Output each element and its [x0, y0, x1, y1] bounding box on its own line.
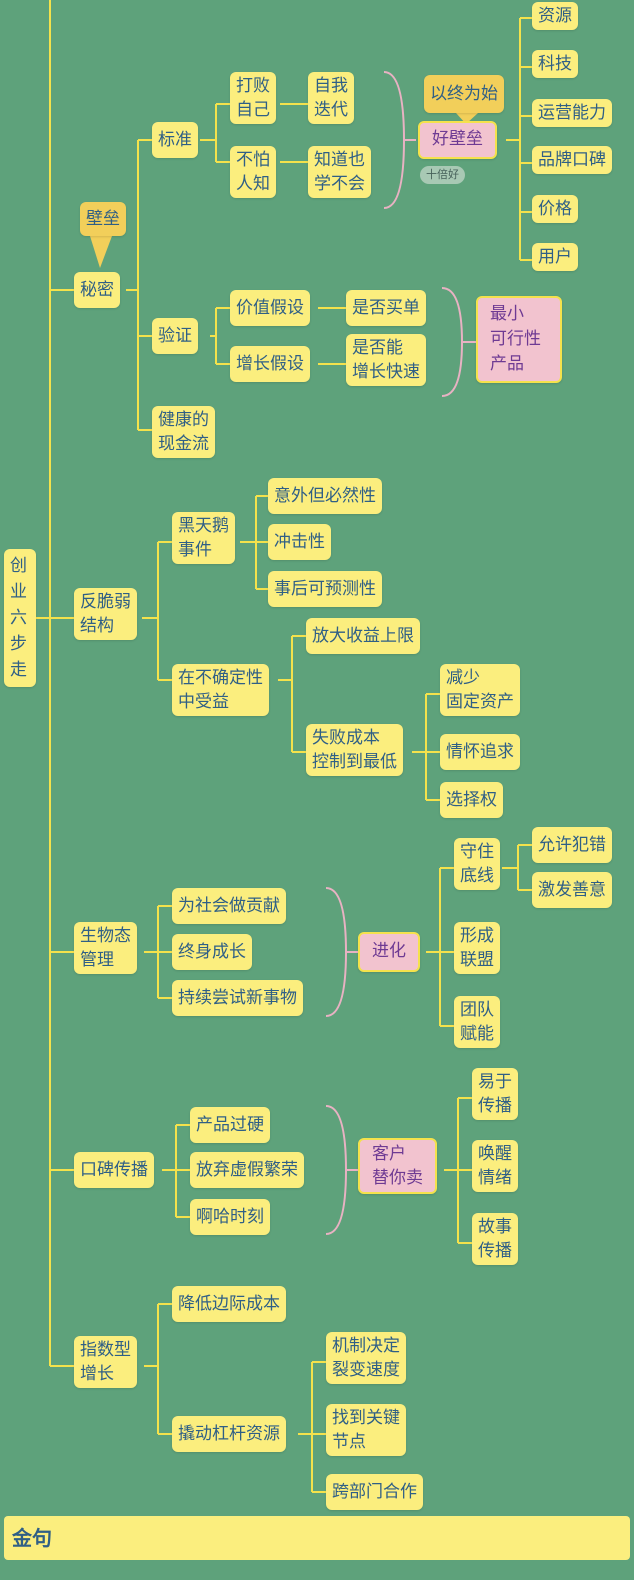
node-users[interactable]: 用户: [532, 243, 578, 271]
node-antifragile[interactable]: 反脆弱结构: [74, 588, 137, 640]
node-operations[interactable]: 运营能力: [532, 99, 612, 127]
node-not-afraid[interactable]: 不怕人知: [230, 146, 276, 198]
node-value-hypothesis[interactable]: 价值假设: [230, 290, 310, 326]
node-price[interactable]: 价格: [532, 195, 578, 223]
node-customer-sells[interactable]: 客户替你卖: [358, 1138, 437, 1194]
node-story-spread[interactable]: 故事传播: [472, 1213, 518, 1265]
node-self-iterate[interactable]: 自我迭代: [308, 72, 354, 124]
node-standard[interactable]: 标准: [152, 122, 198, 158]
node-brand[interactable]: 品牌口碑: [532, 146, 612, 174]
node-grow-fast[interactable]: 是否能增长快速: [346, 334, 426, 386]
node-black-swan[interactable]: 黑天鹅事件: [172, 512, 235, 564]
node-secret[interactable]: 秘密: [74, 272, 120, 308]
ten-times-tag: 十倍好: [420, 166, 465, 184]
moat-callout[interactable]: 壁垒: [80, 202, 126, 236]
node-reduce-fixed-assets[interactable]: 减少固定资产: [440, 664, 520, 716]
node-exponential-growth[interactable]: 指数型增长: [74, 1336, 137, 1388]
node-benefit-uncertainty[interactable]: 在不确定性中受益: [172, 664, 269, 716]
node-word-of-mouth[interactable]: 口碑传播: [74, 1152, 154, 1188]
node-key-nodes[interactable]: 找到关键节点: [326, 1404, 406, 1456]
node-lower-marginal-cost[interactable]: 降低边际成本: [172, 1286, 286, 1322]
golden-quotes-section[interactable]: 金句: [4, 1516, 630, 1560]
bottom-strip: [0, 1563, 634, 1580]
goal-callout-pointer: [456, 113, 478, 124]
node-try-new[interactable]: 持续尝试新事物: [172, 980, 303, 1016]
node-verify[interactable]: 验证: [152, 318, 198, 354]
node-contribute[interactable]: 为社会做贡献: [172, 888, 286, 924]
node-guard-bottomline[interactable]: 守住底线: [454, 838, 500, 890]
node-alliance[interactable]: 形成联盟: [454, 922, 500, 974]
node-impact[interactable]: 冲击性: [268, 524, 331, 560]
root-node[interactable]: 创 业 六 步 走: [4, 549, 36, 687]
node-growth-hypothesis[interactable]: 增长假设: [230, 346, 310, 382]
node-technology[interactable]: 科技: [532, 50, 578, 78]
node-allow-mistakes[interactable]: 允许犯错: [532, 827, 612, 863]
node-empower-team[interactable]: 团队赋能: [454, 996, 500, 1048]
node-predictable[interactable]: 事后可预测性: [268, 571, 382, 607]
node-cross-department[interactable]: 跨部门合作: [326, 1474, 423, 1510]
node-cashflow[interactable]: 健康的现金流: [152, 406, 215, 458]
node-mvp[interactable]: 最小可行性产品: [476, 296, 562, 383]
node-evolve[interactable]: 进化: [358, 932, 420, 972]
node-arouse-emotion[interactable]: 唤醒情绪: [472, 1140, 518, 1192]
node-eco-management[interactable]: 生物态管理: [74, 922, 137, 974]
node-option[interactable]: 选择权: [440, 782, 503, 818]
node-leverage-resources[interactable]: 撬动杠杆资源: [172, 1416, 286, 1452]
node-no-fake-prosperity[interactable]: 放弃虚假繁荣: [190, 1152, 304, 1188]
node-mechanism-fission[interactable]: 机制决定裂变速度: [326, 1332, 406, 1384]
node-buy-or-not[interactable]: 是否买单: [346, 290, 426, 326]
node-know-cant-learn[interactable]: 知道也学不会: [308, 146, 371, 198]
node-solid-product[interactable]: 产品过硬: [190, 1107, 270, 1143]
node-sentiment[interactable]: 情怀追求: [440, 734, 520, 770]
node-amplify-upside[interactable]: 放大收益上限: [306, 618, 420, 654]
node-unexpected-inevitable[interactable]: 意外但必然性: [268, 478, 382, 514]
moat-callout-pointer: [90, 236, 112, 268]
node-minimize-failure-cost[interactable]: 失败成本控制到最低: [306, 724, 403, 776]
goal-callout[interactable]: 以终为始: [424, 75, 504, 113]
node-good-moat[interactable]: 好壁垒: [418, 121, 497, 159]
node-beat-self[interactable]: 打败自己: [230, 72, 276, 124]
node-lifelong-growth[interactable]: 终身成长: [172, 934, 252, 970]
node-inspire-kindness[interactable]: 激发善意: [532, 872, 612, 908]
node-aha-moment[interactable]: 啊哈时刻: [190, 1199, 270, 1235]
node-resources[interactable]: 资源: [532, 2, 578, 30]
node-easy-spread[interactable]: 易于传播: [472, 1068, 518, 1120]
